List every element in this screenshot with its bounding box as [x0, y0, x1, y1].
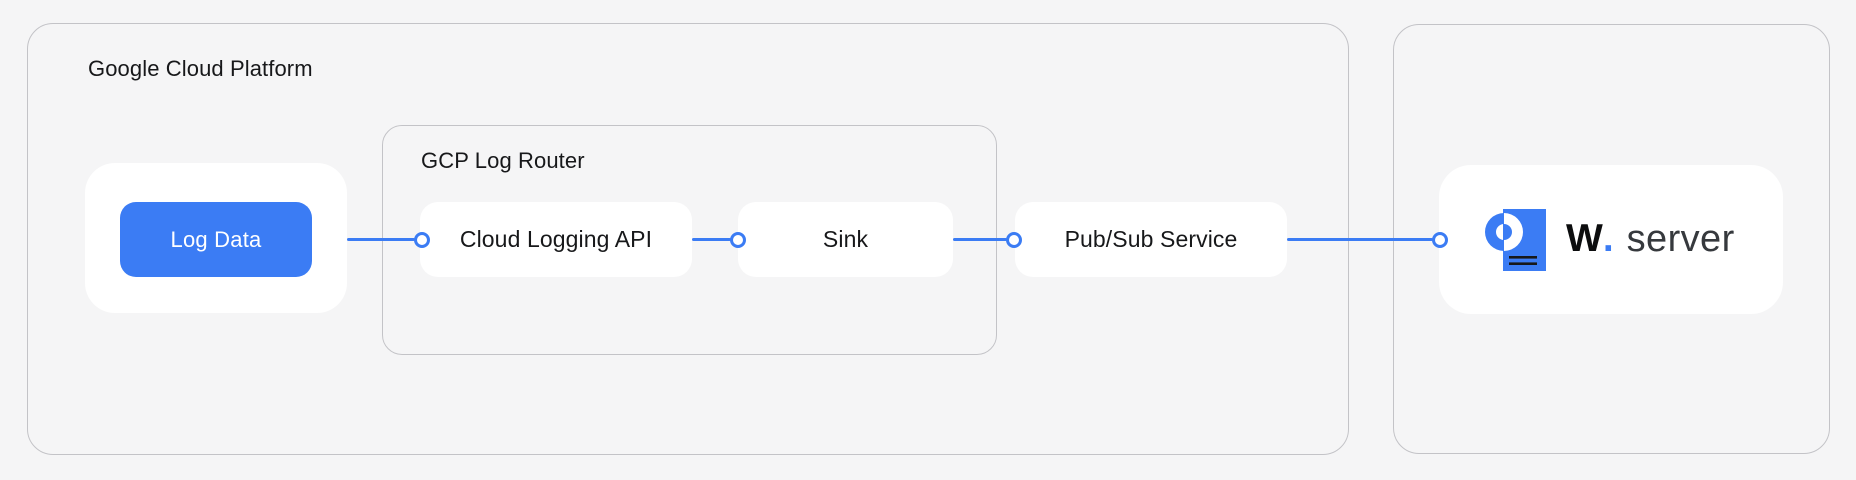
pubsub-service-node: Pub/Sub Service [1015, 202, 1287, 277]
brand-rest: server [1626, 218, 1735, 260]
server-wordmark: W. server [1566, 165, 1735, 314]
log-data-node: Log Data [120, 202, 312, 277]
connector-circle-icon [414, 232, 430, 248]
brand-letter: W [1566, 217, 1603, 260]
connector-circle-icon [1432, 232, 1448, 248]
connector-line [1287, 238, 1433, 241]
server-card: W. server [1439, 165, 1783, 314]
connector-line [692, 238, 731, 241]
connector-line [347, 238, 415, 241]
sink-node: Sink [738, 202, 953, 277]
brand-dot: . [1602, 217, 1614, 260]
connector-circle-icon [730, 232, 746, 248]
gcp-container: Google Cloud Platform [27, 23, 1349, 455]
log-document-icon [1485, 209, 1546, 271]
log-router-label: GCP Log Router [421, 148, 585, 173]
connector-line [953, 238, 1007, 241]
connector-circle-icon [1006, 232, 1022, 248]
cloud-logging-api-node: Cloud Logging API [420, 202, 692, 277]
gcp-container-label: Google Cloud Platform [88, 56, 313, 81]
log-data-card: Log Data [85, 163, 347, 313]
